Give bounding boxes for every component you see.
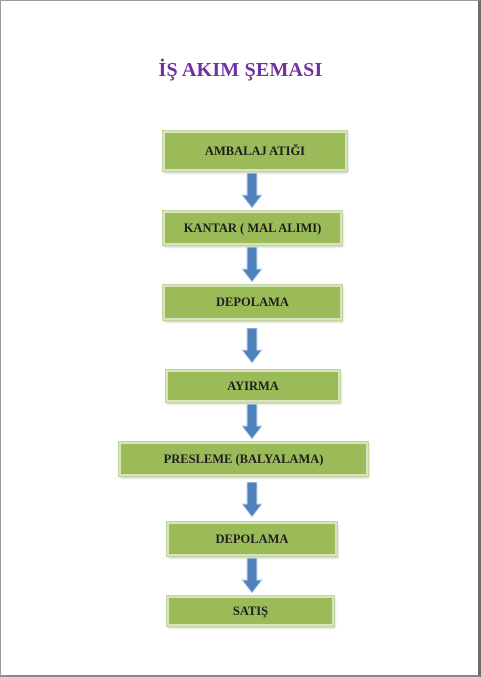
down-arrow-icon [241, 558, 263, 594]
step-depolama-1: DEPOLAMA [162, 284, 343, 321]
down-arrow-icon [241, 482, 263, 518]
step-ayirma: AYIRMA [165, 369, 341, 403]
step-ambalaj-atigi: AMBALAJ ATIĞI [162, 130, 348, 172]
down-arrow-icon [241, 404, 263, 440]
step-depolama-2: DEPOLAMA [166, 521, 338, 557]
step-kantar: KANTAR ( MAL ALIMI) [162, 210, 343, 246]
step-satis: SATIŞ [166, 595, 335, 627]
diagram-title: İŞ AKIM ŞEMASI [158, 59, 323, 81]
step-presleme: PRESLEME (BALYALAMA) [118, 441, 369, 477]
down-arrow-icon [241, 173, 263, 209]
down-arrow-icon [241, 328, 263, 364]
down-arrow-icon [241, 247, 263, 283]
